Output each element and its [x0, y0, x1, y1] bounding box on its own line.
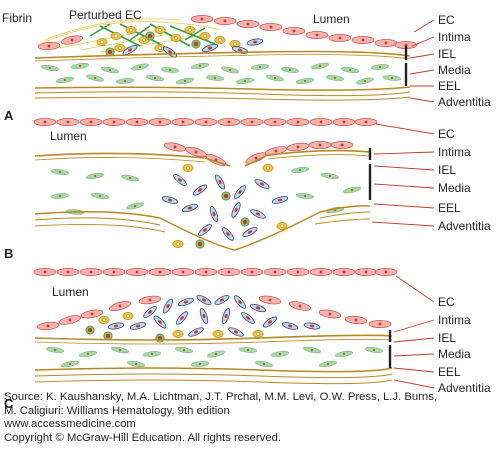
panel-a-layer-eel: EEL	[438, 79, 461, 93]
panel-a-fibrin-label: Fibrin	[2, 11, 32, 25]
panel-c-layer-ec: EC	[438, 295, 455, 309]
panel-c: C	[4, 267, 491, 411]
panel-a: A	[2, 8, 491, 123]
caption-copyright-line: Copyright © McGraw-Hill Education. All r…	[4, 431, 282, 444]
panel-b-iel	[34, 149, 371, 167]
panel-b-layer-media: Media	[438, 181, 471, 195]
panel-a-perturbed-ec-label: Perturbed EC	[69, 8, 142, 22]
panel-a-lumen-label: Lumen	[313, 12, 350, 26]
caption-source-line: Source: K. Kaushansky, M.A. Lichtman, J.…	[4, 391, 437, 403]
panel-c-layer-eel: EEL	[438, 365, 461, 379]
panel-b-layer-ec: EC	[438, 127, 455, 141]
caption-book-line: M. Caligiuri: Williams Hematology, 9th e…	[4, 404, 230, 417]
panel-c-iel	[34, 334, 393, 341]
panel-a-layer-iel: IEL	[438, 47, 456, 61]
panel-c-layer-adventitia: Adventitia	[438, 381, 491, 395]
panel-b-endothelium	[33, 117, 378, 169]
panel-a-platelets-fibrin	[39, 18, 241, 57]
panel-b-eel	[34, 205, 371, 251]
panel-a-layer-media: Media	[438, 63, 471, 77]
panel-b-lumen-label: Lumen	[50, 129, 87, 143]
panel-c-layer-iel: IEL	[438, 331, 456, 345]
panel-c-endothelium	[33, 267, 398, 332]
caption-website-link[interactable]: www.accessmedicine.com	[4, 418, 136, 431]
panel-a-layer-adventitia: Adventitia	[438, 95, 491, 109]
panel-b-media	[50, 165, 362, 216]
source-caption: Source: K. Kaushansky, M.A. Lichtman, J.…	[4, 391, 494, 445]
panel-c-media	[45, 345, 384, 369]
panel-a-media	[40, 61, 402, 87]
panel-b-layer-eel: EEL	[438, 201, 461, 215]
panel-c-lumen-label: Lumen	[52, 285, 89, 299]
panel-b-letter: B	[4, 246, 13, 261]
panel-a-letter: A	[4, 108, 14, 123]
panel-c-layer-media: Media	[438, 347, 471, 361]
panel-a-eel	[34, 86, 411, 91]
panel-c-neointima	[85, 293, 321, 343]
panel-b-layer-intima: Intima	[438, 145, 471, 159]
panel-c-letter: C	[4, 396, 14, 411]
panel-a-layer-ec: EC	[438, 13, 455, 27]
panel-c-layer-intima: Intima	[438, 313, 471, 327]
panel-b: B	[4, 117, 491, 261]
panel-a-layer-intima: Intima	[438, 30, 471, 44]
panel-a-iel	[34, 50, 411, 59]
panel-b-layer-adventitia: Adventitia	[438, 219, 491, 233]
panel-b-layer-iel: IEL	[438, 163, 456, 177]
panel-c-eel	[34, 367, 393, 373]
